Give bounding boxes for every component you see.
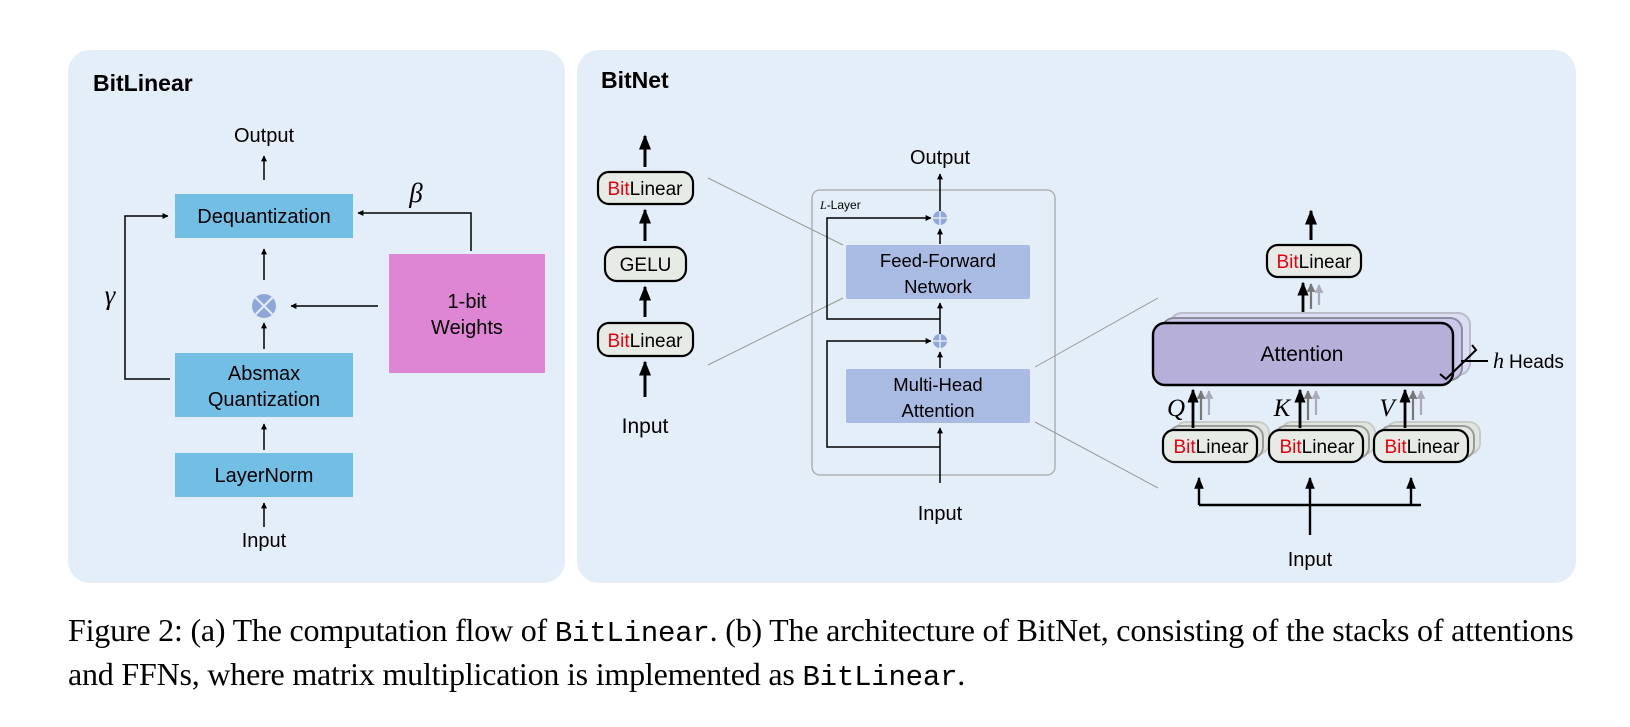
caption-text-1: Figure 2: (a) The computation flow of bbox=[68, 612, 555, 648]
add-op-bottom-icon bbox=[933, 334, 947, 348]
layer-count-label: L-Layer bbox=[819, 198, 861, 212]
layer-block: Output L-Layer Feed-Forward Network bbox=[811, 147, 1056, 525]
gelu-box bbox=[603, 245, 688, 283]
figure-diagram: BitLinear Output Dequantization Absmax Q… bbox=[68, 50, 1576, 583]
v-bitlinear-box bbox=[1372, 428, 1470, 464]
gamma-arrow bbox=[124, 213, 170, 380]
dequantization-box bbox=[175, 194, 353, 238]
figure-caption: Figure 2: (a) The computation flow of Bi… bbox=[68, 610, 1588, 698]
v-bitlinear-label: BitLinear bbox=[1384, 437, 1460, 458]
ffn-stack: BitLinear GELU BitLinear Input bbox=[596, 134, 695, 438]
beta-symbol: β bbox=[408, 178, 423, 208]
k-bitlinear-label: BitLinear bbox=[1279, 437, 1355, 458]
weights-label-line2: Weights bbox=[431, 317, 503, 339]
ffn-stack-input-label: Input bbox=[622, 415, 669, 438]
ffn-zoom-connector-top bbox=[707, 177, 844, 246]
attention-out-bitlinear-label: BitLinear bbox=[1276, 252, 1352, 273]
q-bitlinear-box bbox=[1161, 428, 1259, 464]
absmax-label-line2: Quantization bbox=[208, 389, 320, 411]
ffn-top-bitlinear-box bbox=[596, 170, 695, 206]
beta-arrow bbox=[357, 210, 472, 251]
bitnet-panel-title: BitNet bbox=[601, 67, 669, 93]
layer-input-label: Input bbox=[918, 503, 963, 525]
mha-label-line1: Multi-Head bbox=[893, 374, 982, 395]
mha-zoom-connector-top bbox=[1034, 297, 1159, 368]
bitlinear-input-label: Input bbox=[242, 530, 287, 552]
dequantization-label: Dequantization bbox=[197, 206, 330, 228]
layer-output-label: Output bbox=[910, 147, 970, 169]
weights-label-line1: 1-bit bbox=[448, 291, 487, 313]
q-label: Q bbox=[1167, 395, 1185, 422]
caption-code-1: BitLinear bbox=[554, 617, 710, 650]
k-label: K bbox=[1273, 395, 1292, 422]
v-label: V bbox=[1379, 395, 1397, 422]
one-bit-weights-box bbox=[389, 254, 545, 373]
caption-text-2: . (b) The architecture of BitNet, consis… bbox=[68, 612, 1574, 692]
caption-text-3: . bbox=[957, 656, 966, 692]
ffn-residual-arrow bbox=[826, 215, 940, 320]
attention-out-bitlinear-box bbox=[1265, 243, 1363, 279]
bitlinear-panel: BitLinear Output Dequantization Absmax Q… bbox=[68, 50, 565, 583]
bitlinear-panel-background bbox=[68, 50, 565, 583]
k-bitlinear-box bbox=[1267, 428, 1365, 464]
ffn-top-bitlinear-label: BitLinear bbox=[607, 179, 683, 200]
layernorm-label: LayerNorm bbox=[215, 465, 314, 487]
ffn-label-line2: Network bbox=[904, 276, 973, 297]
multi-head-attention-box bbox=[846, 369, 1030, 423]
bitnet-panel: BitNet BitLinear GELU BitLinear Input Ou… bbox=[577, 50, 1576, 583]
ffn-zoom-connector-bottom bbox=[707, 297, 844, 366]
q-bitlinear-label: BitLinear bbox=[1173, 437, 1249, 458]
add-op-top-icon bbox=[933, 211, 947, 225]
feed-forward-network-box bbox=[846, 245, 1030, 299]
ffn-bottom-bitlinear-label: BitLinear bbox=[607, 331, 683, 352]
attention-box bbox=[1151, 321, 1455, 387]
caption-code-2: BitLinear bbox=[802, 661, 958, 694]
layer-block-frame bbox=[811, 189, 1056, 476]
absmax-quantization-box bbox=[175, 353, 353, 417]
ffn-label-line1: Feed-Forward bbox=[880, 250, 996, 271]
bitlinear-panel-title: BitLinear bbox=[93, 70, 193, 96]
attention-input-label: Input bbox=[1288, 549, 1333, 571]
attention-label: Attention bbox=[1261, 343, 1344, 366]
mha-zoom-connector-bottom bbox=[1034, 421, 1159, 489]
multiply-op-icon bbox=[252, 294, 276, 318]
mha-label-line2: Attention bbox=[901, 400, 974, 421]
mha-residual-arrow bbox=[826, 338, 940, 448]
ffn-bottom-bitlinear-box bbox=[596, 321, 695, 358]
heads-brace-icon bbox=[1439, 344, 1478, 381]
bitlinear-output-label: Output bbox=[234, 125, 294, 147]
gelu-label: GELU bbox=[620, 255, 672, 276]
absmax-label-line1: Absmax bbox=[228, 363, 300, 385]
gamma-symbol: γ bbox=[105, 280, 117, 310]
layernorm-box bbox=[175, 453, 353, 497]
